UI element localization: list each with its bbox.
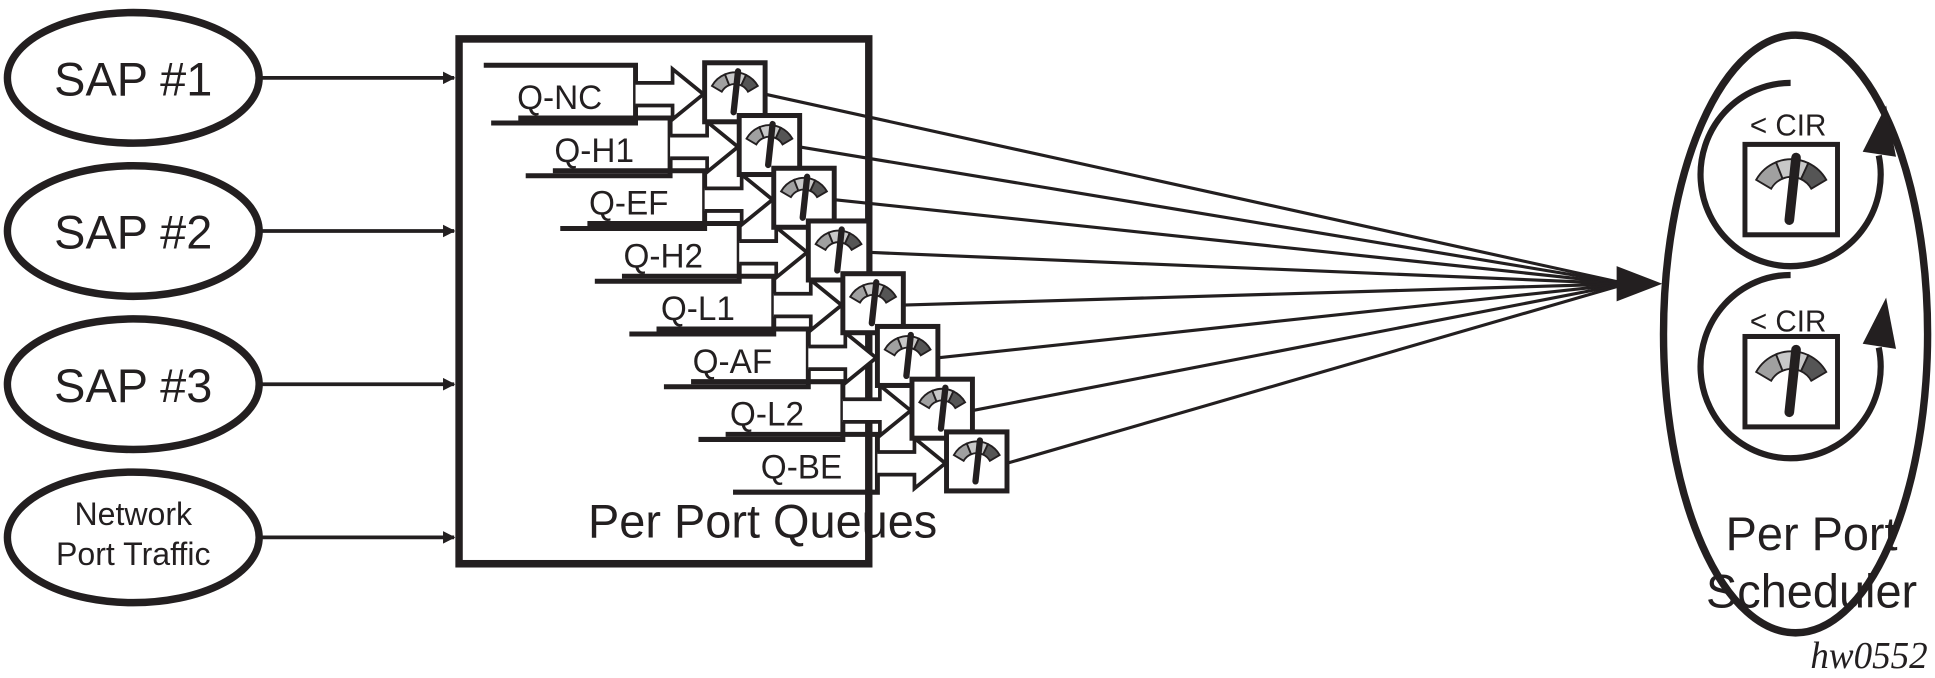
queue-label: Q-BE	[761, 449, 842, 486]
scheduler-loops: < CIR < CIR	[1697, 79, 1897, 462]
meter-icon	[1742, 141, 1840, 238]
loop-arc	[1697, 79, 1884, 270]
queue-item: Q-H1	[518, 112, 803, 179]
source-network-port-traffic: Network Port Traffic	[3, 468, 263, 607]
queue-line	[764, 92, 1627, 286]
queue-list: Q-NC Q-H1Q-EF Q-H2Q-L1Q-AF Q-L2Q-BE	[483, 60, 1010, 495]
queue-item: Q-NC	[483, 60, 768, 126]
meter-icon	[944, 429, 1010, 494]
scheduler-input-arrowhead	[1616, 266, 1663, 302]
queue-item: Q-EF	[552, 165, 837, 232]
queue-label: Q-NC	[517, 80, 602, 117]
queue-arrow	[670, 117, 741, 176]
cir-label: < CIR	[1750, 109, 1826, 142]
cir-label: < CIR	[1750, 305, 1826, 338]
queue-item: Q-AF	[656, 323, 941, 390]
queue-line	[799, 145, 1627, 286]
queue-label: Q-H2	[623, 238, 703, 275]
queue-label: Q-H1	[554, 133, 634, 170]
queue-line	[1006, 282, 1627, 465]
queue-arrow	[739, 223, 811, 282]
figure-id: hw0552	[1810, 636, 1927, 677]
meter-icon	[702, 60, 768, 125]
queue-label: Q-EF	[589, 185, 669, 222]
queue-line	[834, 198, 1627, 286]
cir-loop	[1697, 271, 1897, 462]
loop-arrowhead	[1862, 105, 1897, 157]
queue-line	[903, 282, 1627, 307]
queue-item: Q-L1	[621, 271, 906, 337]
queue-arrow	[842, 381, 914, 440]
queue-item: Q-BE	[725, 429, 1010, 495]
queue-label: Q-L1	[661, 291, 735, 328]
source-sap-3: SAP #3	[3, 315, 263, 454]
queue-item: Q-L2	[691, 376, 975, 442]
per-port-queues-title: Per Port Queues	[588, 495, 937, 548]
queue-arrow	[635, 65, 707, 124]
source-sap-2: SAP #2	[3, 161, 263, 301]
queue-to-scheduler-lines	[764, 92, 1663, 465]
meter-icon	[1742, 333, 1840, 430]
per-port-scheduler: < CIR < CIR Per Port Scheduler	[1659, 31, 1932, 637]
queue-line	[868, 250, 1627, 286]
meter-icon	[805, 218, 872, 283]
queue-arrow	[877, 434, 949, 493]
queue-arrow	[773, 276, 845, 335]
queue-line	[972, 282, 1627, 413]
source-label-line-1: Network	[74, 496, 192, 532]
queue-arrow	[704, 170, 776, 229]
scheduler-ellipse	[1659, 31, 1932, 637]
queue-item: Q-H2	[587, 218, 872, 284]
queue-line	[937, 282, 1627, 360]
cir-loop	[1697, 79, 1897, 270]
loop-arrowhead	[1862, 297, 1897, 349]
meter-icon	[874, 323, 941, 388]
loop-arc	[1697, 271, 1884, 462]
queue-label: Q-AF	[693, 344, 773, 381]
source-label: SAP #1	[54, 53, 212, 106]
source-sap-1: SAP #1	[3, 8, 263, 147]
meter-icon	[840, 271, 906, 336]
meter-icon	[909, 376, 975, 441]
meter-icon	[736, 112, 803, 178]
queue-label: Q-L2	[730, 396, 804, 433]
source-label: SAP #2	[54, 206, 212, 259]
source-arrows	[261, 71, 456, 544]
scheduler-title-line-1: Per Port	[1726, 508, 1898, 561]
source-label-line-2: Port Traffic	[56, 536, 211, 572]
meter-icon	[771, 165, 837, 230]
source-label: SAP #3	[54, 359, 212, 412]
scheduler-title-line-2: Scheduler	[1706, 565, 1917, 618]
